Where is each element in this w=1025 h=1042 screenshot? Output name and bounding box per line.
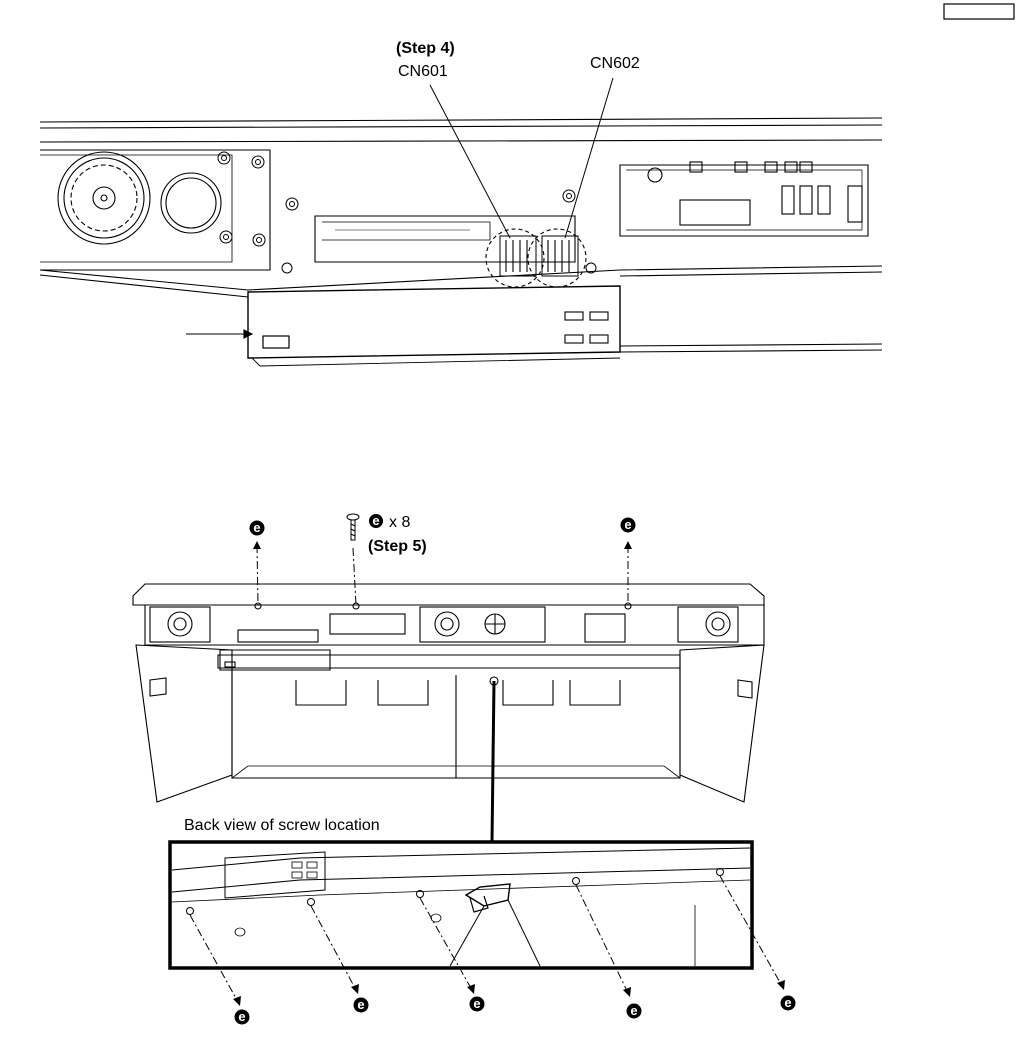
detail-leader xyxy=(490,680,496,843)
svg-text:e: e xyxy=(784,995,791,1010)
step4-label: (Step 4) xyxy=(396,40,455,57)
speaker-cone xyxy=(57,151,151,245)
screw-leaders-bottom xyxy=(189,875,783,1003)
svg-text:e: e xyxy=(238,1009,245,1024)
screw-marker-bottom-5: e xyxy=(780,995,796,1011)
step5-label: (Step 5) xyxy=(368,538,427,555)
page-reference-box xyxy=(943,3,1015,20)
screw-marker-bottom-4: e xyxy=(626,1003,642,1019)
svg-text:e: e xyxy=(473,996,480,1011)
svg-text:e: e xyxy=(630,1003,637,1018)
cn602-connector xyxy=(527,228,587,288)
screw-callout-marker: e xyxy=(369,513,383,528)
svg-text:e: e xyxy=(253,520,260,535)
screw-marker-bottom-1: e xyxy=(234,1009,250,1025)
screw-marker-top-left: e xyxy=(249,520,265,536)
screw-quantity: x 8 xyxy=(389,514,410,531)
cn601-connector xyxy=(485,228,545,288)
back-view-detail xyxy=(168,840,754,970)
top-unit-view xyxy=(39,77,883,367)
cn602-label: CN602 xyxy=(590,55,640,72)
screw-marker-bottom-3: e xyxy=(469,996,485,1012)
svg-text:e: e xyxy=(357,997,364,1012)
screw-leaders-top xyxy=(256,544,629,606)
cn601-label: CN601 xyxy=(398,63,448,80)
screw-icon xyxy=(346,513,360,541)
svg-text:e: e xyxy=(372,513,379,528)
right-door xyxy=(679,644,765,803)
back-view-caption: Back view of screw location xyxy=(184,817,380,834)
front-unit-view xyxy=(132,583,765,803)
front-cover-panel xyxy=(247,285,621,359)
screw-marker-bottom-2: e xyxy=(353,997,369,1013)
svg-text:e: e xyxy=(624,517,631,532)
screw-marker-top-right: e xyxy=(620,517,636,533)
